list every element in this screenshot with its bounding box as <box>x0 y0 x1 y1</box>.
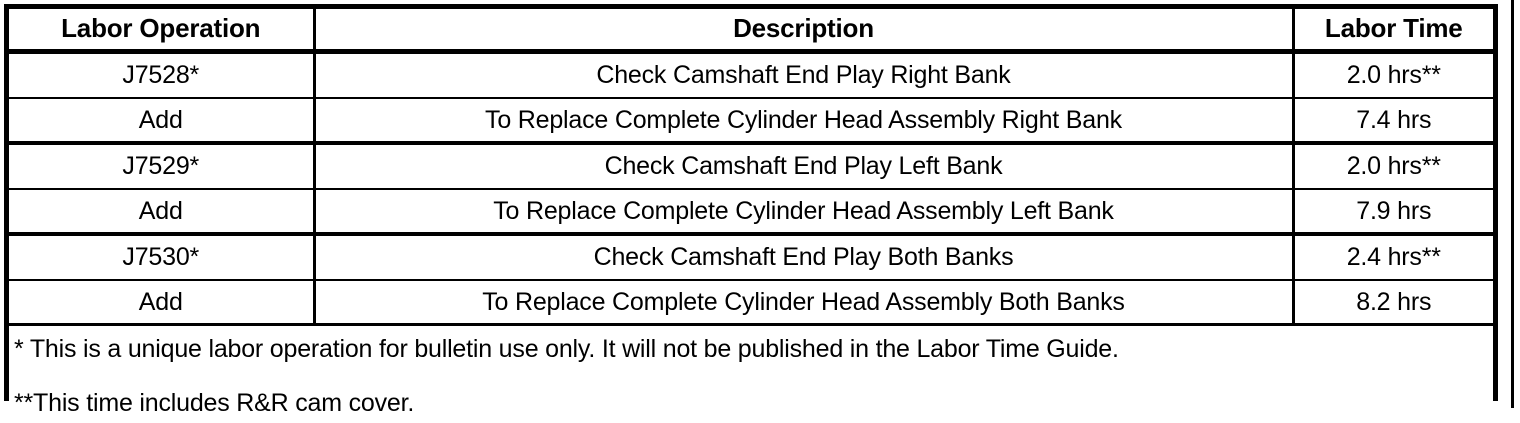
table-row: J7529* Check Camshaft End Play Left Bank… <box>9 143 1493 189</box>
cell-labor-operation: Add <box>9 189 314 235</box>
footnote-cell: * This is a unique labor operation for b… <box>9 325 1493 423</box>
table-row: Add To Replace Complete Cylinder Head As… <box>9 189 1493 235</box>
footnote-single-asterisk: * This is a unique labor operation for b… <box>14 335 1493 363</box>
table-row: Add To Replace Complete Cylinder Head As… <box>9 280 1493 325</box>
cell-description: Check Camshaft End Play Left Bank <box>314 143 1293 189</box>
column-header-labor-operation: Labor Operation <box>9 9 314 52</box>
page-right-rule <box>1511 0 1514 408</box>
cell-description: To Replace Complete Cylinder Head Assemb… <box>314 280 1293 325</box>
cell-description: Check Camshaft End Play Right Bank <box>314 52 1293 98</box>
labor-operation-table: Labor Operation Description Labor Time J… <box>9 9 1493 423</box>
table-header-row: Labor Operation Description Labor Time <box>9 9 1493 52</box>
table-header: Labor Operation Description Labor Time <box>9 9 1493 52</box>
cell-labor-time: 7.4 hrs <box>1293 98 1493 144</box>
column-header-labor-time: Labor Time <box>1293 9 1493 52</box>
cell-description: To Replace Complete Cylinder Head Assemb… <box>314 98 1293 144</box>
cell-description: To Replace Complete Cylinder Head Assemb… <box>314 189 1293 235</box>
cell-description: Check Camshaft End Play Both Banks <box>314 234 1293 280</box>
cell-labor-time: 8.2 hrs <box>1293 280 1493 325</box>
table-row: J7530* Check Camshaft End Play Both Bank… <box>9 234 1493 280</box>
cell-labor-time: 7.9 hrs <box>1293 189 1493 235</box>
cell-labor-time: 2.0 hrs** <box>1293 143 1493 189</box>
cell-labor-operation: Add <box>9 280 314 325</box>
table-row: J7528* Check Camshaft End Play Right Ban… <box>9 52 1493 98</box>
cell-labor-operation: J7528* <box>9 52 314 98</box>
footnote-row: * This is a unique labor operation for b… <box>9 325 1493 423</box>
table-row: Add To Replace Complete Cylinder Head As… <box>9 98 1493 144</box>
cell-labor-time: 2.0 hrs** <box>1293 52 1493 98</box>
table-body: J7528* Check Camshaft End Play Right Ban… <box>9 52 1493 423</box>
labor-operation-table-page: Labor Operation Description Labor Time J… <box>0 0 1520 408</box>
column-header-description: Description <box>314 9 1293 52</box>
footnote-double-asterisk: **This time includes R&R cam cover. <box>14 389 1493 417</box>
cell-labor-time: 2.4 hrs** <box>1293 234 1493 280</box>
cell-labor-operation: J7530* <box>9 234 314 280</box>
labor-table-frame: Labor Operation Description Labor Time J… <box>4 4 1498 401</box>
cell-labor-operation: Add <box>9 98 314 144</box>
cell-labor-operation: J7529* <box>9 143 314 189</box>
